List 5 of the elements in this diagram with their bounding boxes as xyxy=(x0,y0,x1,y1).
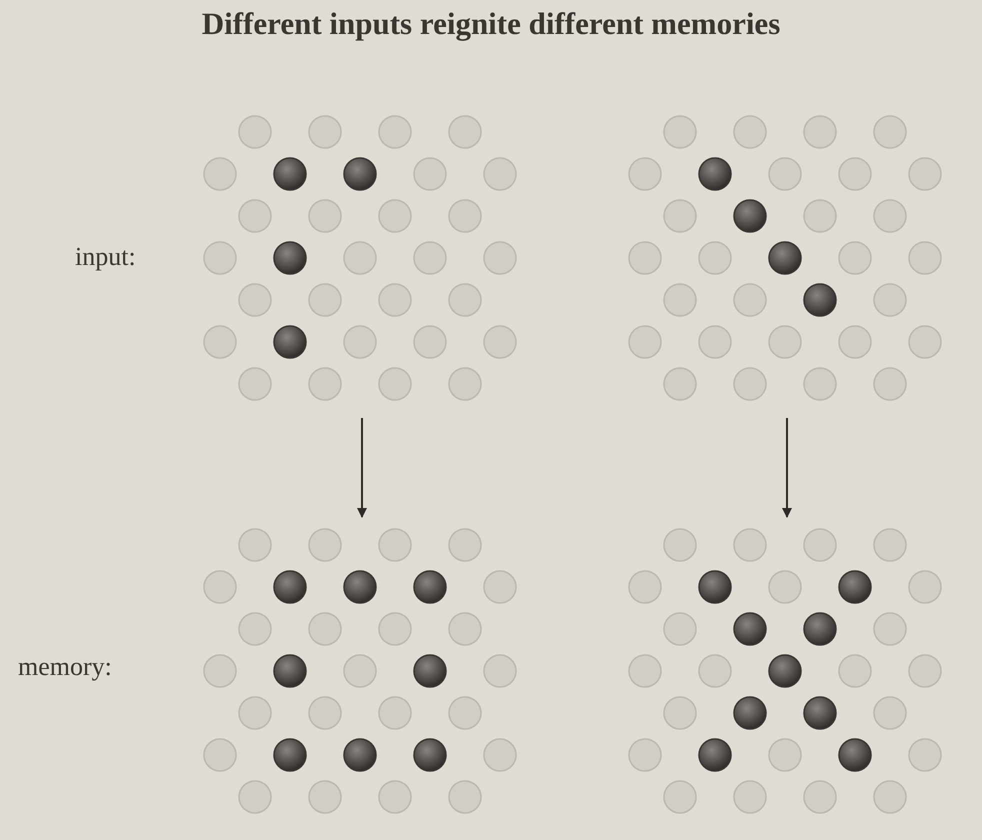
arrow xyxy=(357,418,367,518)
row-label: memory: xyxy=(18,652,112,682)
arrow xyxy=(782,418,792,518)
row-label: input: xyxy=(75,242,136,272)
title: Different inputs reignite different memories xyxy=(200,6,782,42)
